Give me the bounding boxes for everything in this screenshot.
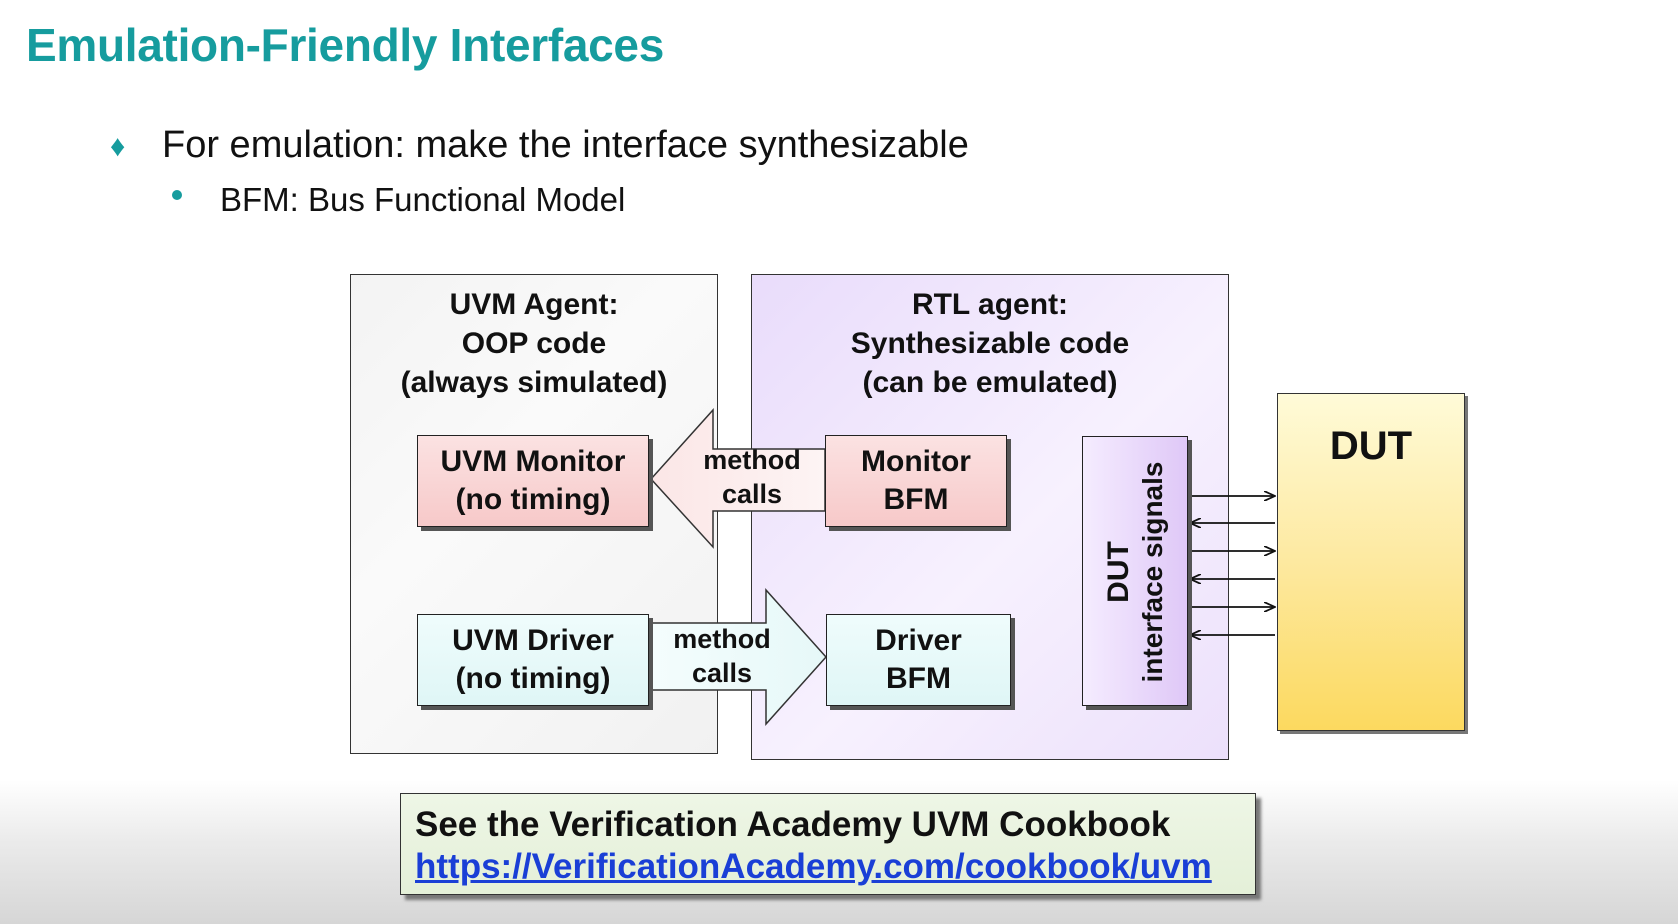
bullet-level2: BFM: Bus Functional Model bbox=[220, 181, 626, 218]
bullet-level1: For emulation: make the interface synthe… bbox=[162, 124, 969, 166]
method-calls-left-arrow bbox=[649, 408, 826, 549]
method-calls-right-arrow bbox=[650, 588, 828, 726]
uvm-agent-heading: UVM Agent: OOP code (always simulated) bbox=[351, 285, 717, 402]
uvm-monitor-sublabel: (no timing) bbox=[455, 483, 611, 516]
dut-label: DUT bbox=[1329, 424, 1413, 468]
monitor-bfm-sublabel: BFM bbox=[883, 483, 949, 516]
monitor-bfm-block: Monitor BFM bbox=[825, 435, 1007, 527]
driver-arrow-label-line1: method bbox=[673, 624, 771, 654]
dot-bullet-icon bbox=[172, 190, 182, 200]
dut-interface-label-line2: interface signals bbox=[1137, 461, 1168, 683]
monitor-arrow-label-line1: method bbox=[703, 445, 801, 475]
rtl-agent-heading-line3: (can be emulated) bbox=[862, 366, 1118, 399]
uvm-agent-heading-line1: UVM Agent: bbox=[449, 288, 619, 321]
uvm-driver-block: UVM Driver (no timing) bbox=[417, 614, 649, 706]
monitor-method-calls-label: method calls bbox=[690, 443, 814, 511]
driver-arrow-label-line2: calls bbox=[691, 658, 753, 688]
uvm-agent-heading-line3: (always simulated) bbox=[400, 366, 668, 399]
rtl-agent-heading-line1: RTL agent: bbox=[911, 288, 1069, 321]
monitor-arrow-label-line2: calls bbox=[721, 479, 783, 509]
rtl-agent-heading-line2: Synthesizable code bbox=[850, 327, 1130, 360]
driver-bfm-block: Driver BFM bbox=[826, 614, 1011, 706]
uvm-monitor-label: UVM Monitor bbox=[440, 445, 626, 478]
dut-interface-label-line1: DUT bbox=[1102, 541, 1135, 603]
dut-interface-block: DUT interface signals bbox=[1082, 436, 1188, 706]
cookbook-text: See the Verification Academy UVM Cookboo… bbox=[415, 805, 1171, 844]
cookbook-link[interactable]: https://VerificationAcademy.com/cookbook… bbox=[415, 847, 1212, 886]
dut-interface-label: DUT interface signals bbox=[1102, 462, 1170, 683]
uvm-agent-heading-line2: OOP code bbox=[461, 327, 607, 360]
uvm-driver-sublabel: (no timing) bbox=[455, 662, 611, 695]
dut-signal-arrows bbox=[1190, 496, 1275, 635]
cookbook-callout: See the Verification Academy UVM Cookboo… bbox=[400, 793, 1256, 895]
diamond-bullet-icon: ♦ bbox=[110, 130, 126, 163]
driver-bfm-sublabel: BFM bbox=[886, 662, 951, 695]
rtl-agent-heading: RTL agent: Synthesizable code (can be em… bbox=[752, 285, 1228, 402]
slide-title: Emulation-Friendly Interfaces bbox=[26, 19, 664, 71]
monitor-bfm-label: Monitor bbox=[861, 445, 971, 478]
driver-method-calls-label: method calls bbox=[660, 622, 784, 690]
driver-bfm-label: Driver bbox=[875, 624, 962, 657]
uvm-driver-label: UVM Driver bbox=[452, 624, 614, 657]
uvm-monitor-block: UVM Monitor (no timing) bbox=[417, 435, 649, 527]
dut-block: DUT bbox=[1277, 393, 1465, 731]
